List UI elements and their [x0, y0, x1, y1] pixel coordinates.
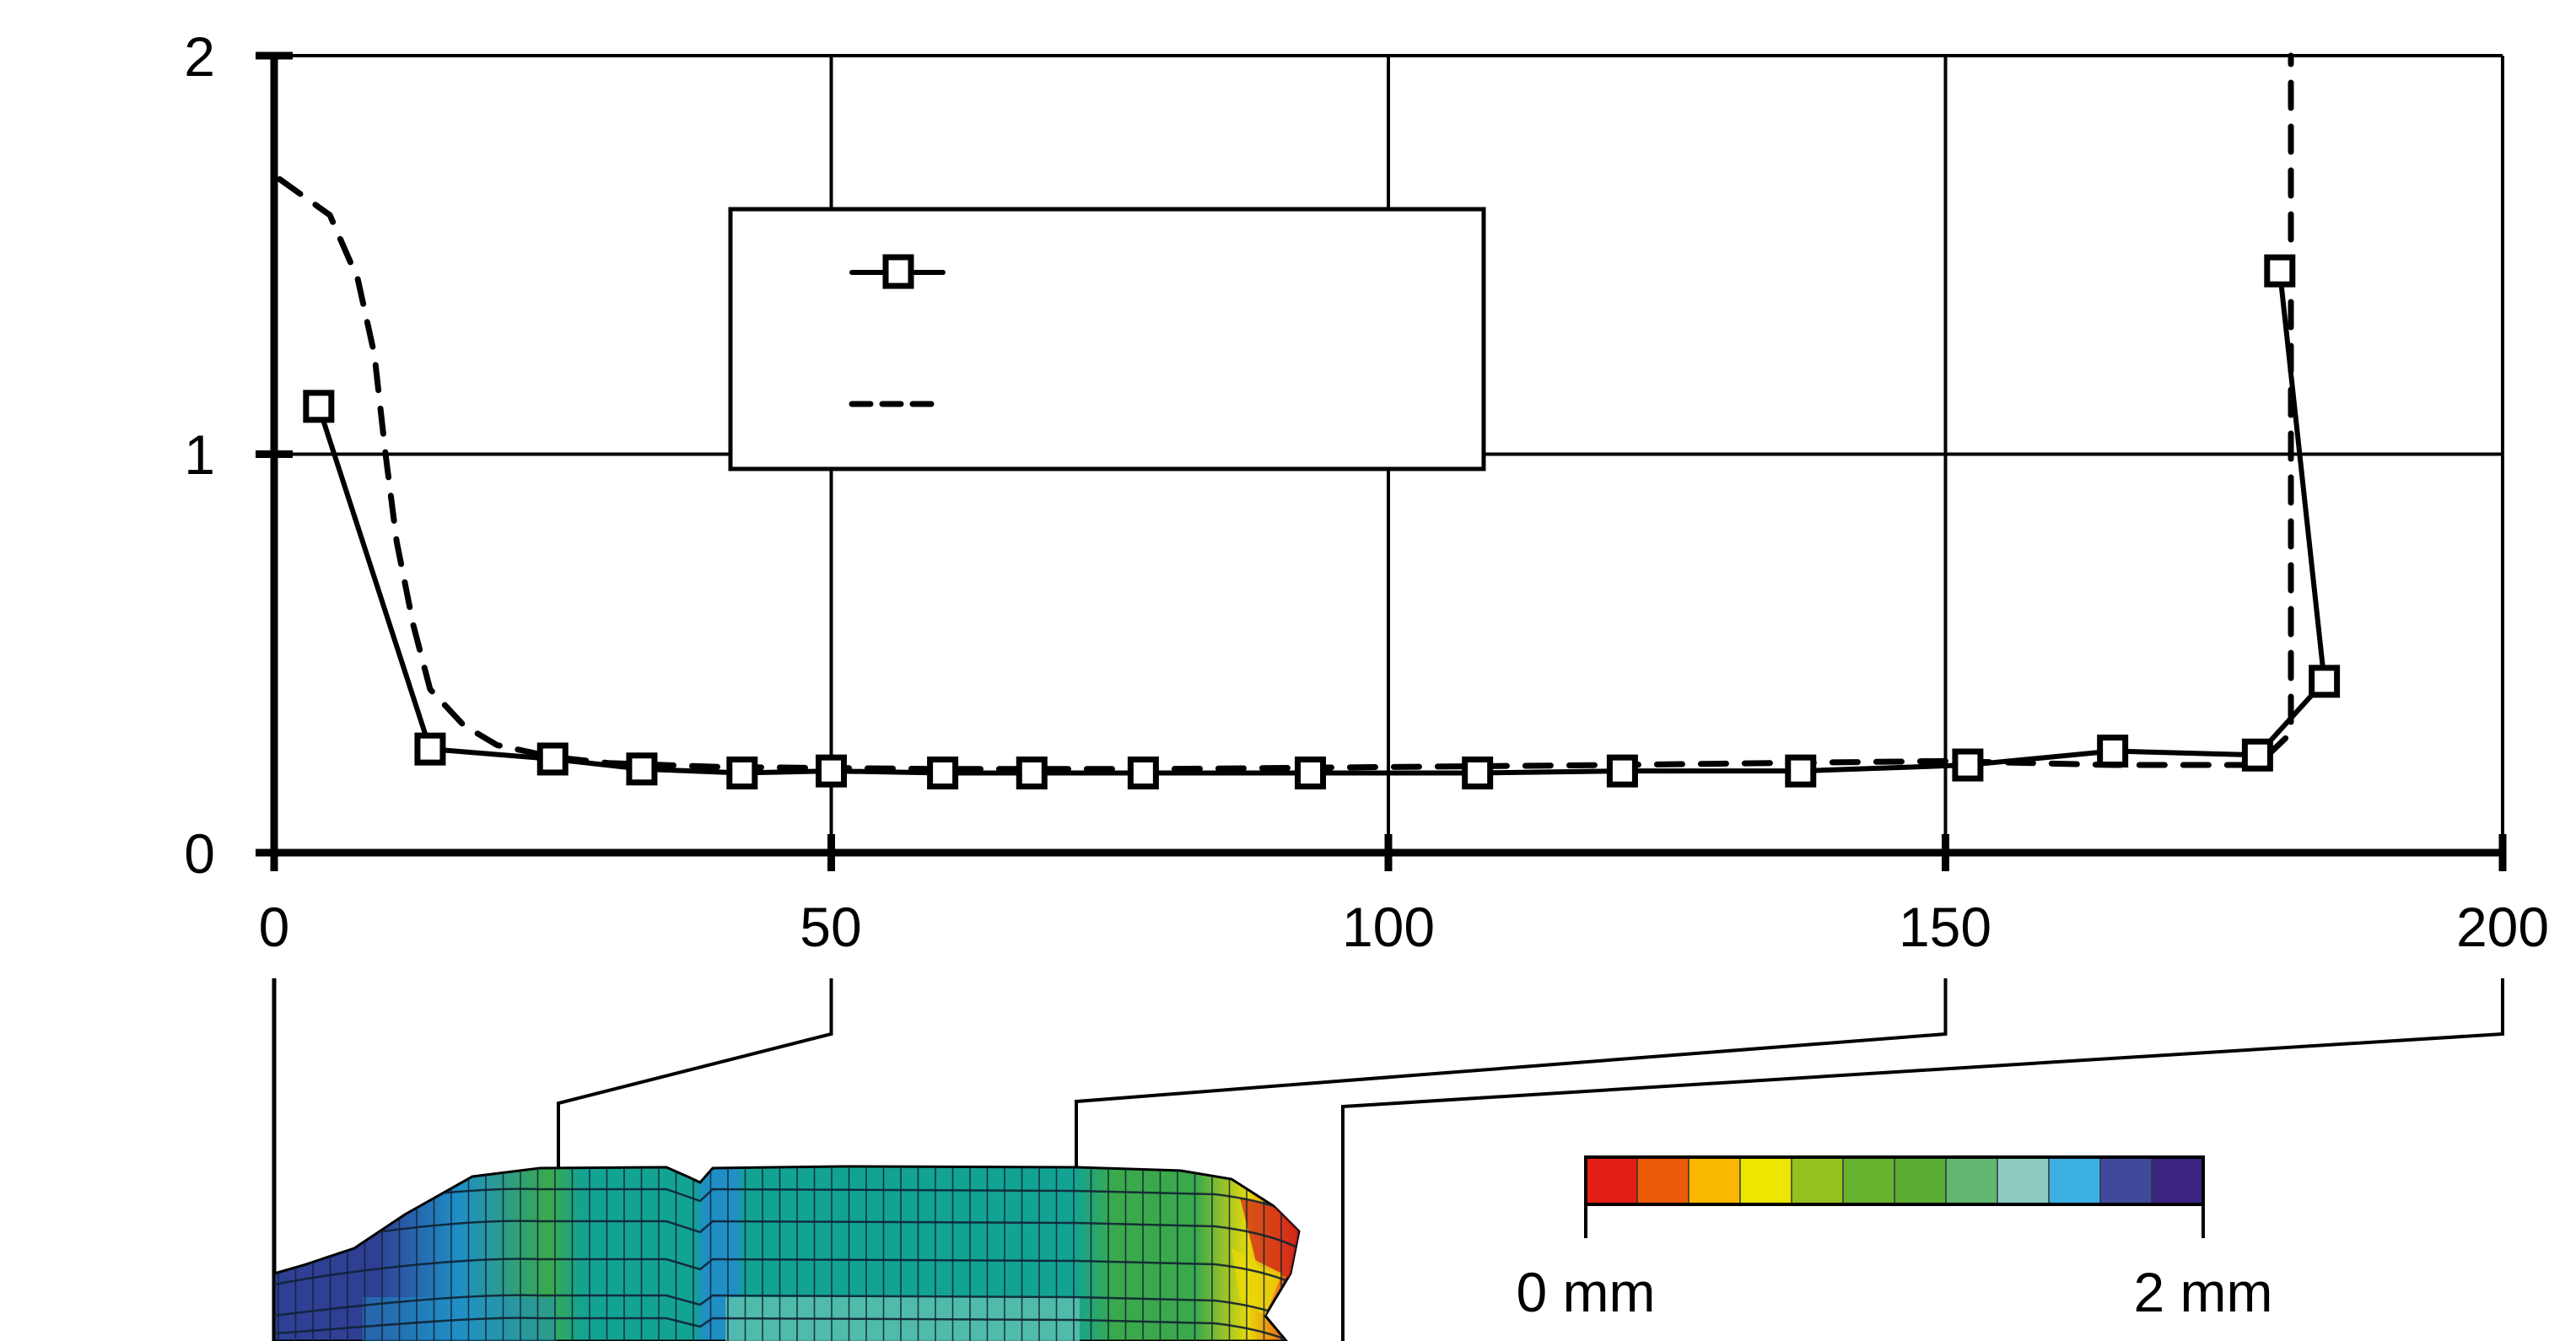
data-point-square-marker: [2241, 738, 2273, 772]
data-point-square-marker: [1785, 754, 1817, 788]
data-point-square-marker: [414, 732, 446, 766]
data-point-square-marker: [536, 742, 569, 776]
data-point-square-marker: [626, 752, 658, 786]
colorbar-swatch: [1586, 1157, 1637, 1204]
colorbar-min-label: 0 mm: [1517, 1261, 1656, 1323]
data-point-square-marker: [1016, 757, 1048, 789]
colorbar-swatch: [1689, 1157, 1740, 1204]
series-solid: [303, 254, 2341, 789]
colorbar-swatch: [2100, 1157, 2152, 1204]
colorbar-frame: [1584, 1155, 2205, 1206]
y-tick-labels: 0 1 2: [184, 25, 215, 885]
legend-box: [728, 207, 1486, 471]
x-tick-label: 150: [1899, 896, 1991, 958]
x-tick-label: 0: [259, 896, 290, 958]
colorbar-swatch: [1894, 1157, 1946, 1204]
colorbar-swatch: [1792, 1157, 1843, 1204]
mesh-line-horizontal: [274, 1258, 1299, 1288]
colorbar-swatch: [2049, 1157, 2100, 1204]
data-point-square-marker: [2097, 735, 2129, 768]
colorbar-swatch: [1997, 1157, 2049, 1204]
data-point-square-marker: [1952, 748, 1984, 782]
data-point-square-marker: [1462, 757, 1494, 789]
colorbar-swatch: [1740, 1157, 1792, 1204]
data-point-square-marker: [2309, 665, 2341, 698]
data-point-square-marker: [927, 757, 959, 789]
y-tick-label: 0: [184, 822, 215, 885]
connector-line: [1341, 978, 2504, 1341]
y-tick-label: 1: [184, 423, 215, 486]
data-point-square-marker: [1127, 757, 1159, 789]
data-point-square-marker: [726, 757, 758, 789]
mesh-line-horizontal: [274, 1317, 1299, 1341]
legend-square-marker-icon: [882, 254, 914, 289]
colorbar-swatch: [1946, 1157, 1997, 1204]
mesh-line-horizontal: [274, 1294, 1299, 1324]
axes: [256, 51, 2507, 871]
x-tick-labels: 0 50 100 150 200: [259, 896, 2549, 958]
y-tick-label: 2: [184, 25, 215, 88]
mesh-warm-region: [1231, 1248, 1282, 1316]
x-tick-label: 200: [2456, 896, 2549, 958]
data-point-square-marker: [1606, 754, 1638, 788]
legend: [728, 207, 1486, 471]
colorbar-max-label: 2 mm: [2134, 1261, 2273, 1323]
mesh-hot-region: [1240, 1198, 1299, 1282]
colorbar-swatch: [1843, 1157, 1894, 1204]
colorbar-swatch: [2152, 1157, 2203, 1204]
fe-mesh-image: [272, 1165, 1301, 1341]
data-point-square-marker: [816, 754, 847, 788]
data-point-square-marker: [1295, 757, 1327, 789]
colorbar: [1584, 1155, 2205, 1238]
data-point-square-marker: [303, 390, 335, 423]
colorbar-swatch: [1637, 1157, 1689, 1204]
data-point-square-marker: [2264, 254, 2296, 288]
x-tick-label: 100: [1342, 896, 1435, 958]
x-tick-label: 50: [800, 896, 861, 958]
